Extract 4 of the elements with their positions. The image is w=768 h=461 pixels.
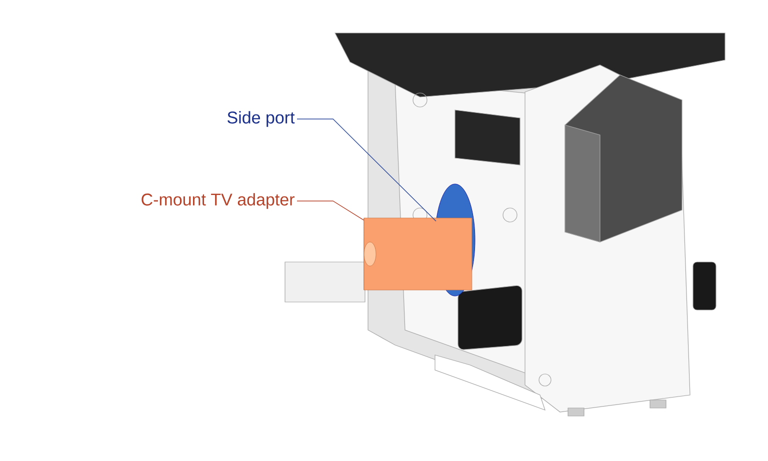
callout-label: Side port — [228, 111, 295, 127]
leader-line — [296, 118, 436, 222]
leader-line — [296, 200, 364, 221]
callout-label: C-mount TV adapter — [142, 193, 294, 209]
